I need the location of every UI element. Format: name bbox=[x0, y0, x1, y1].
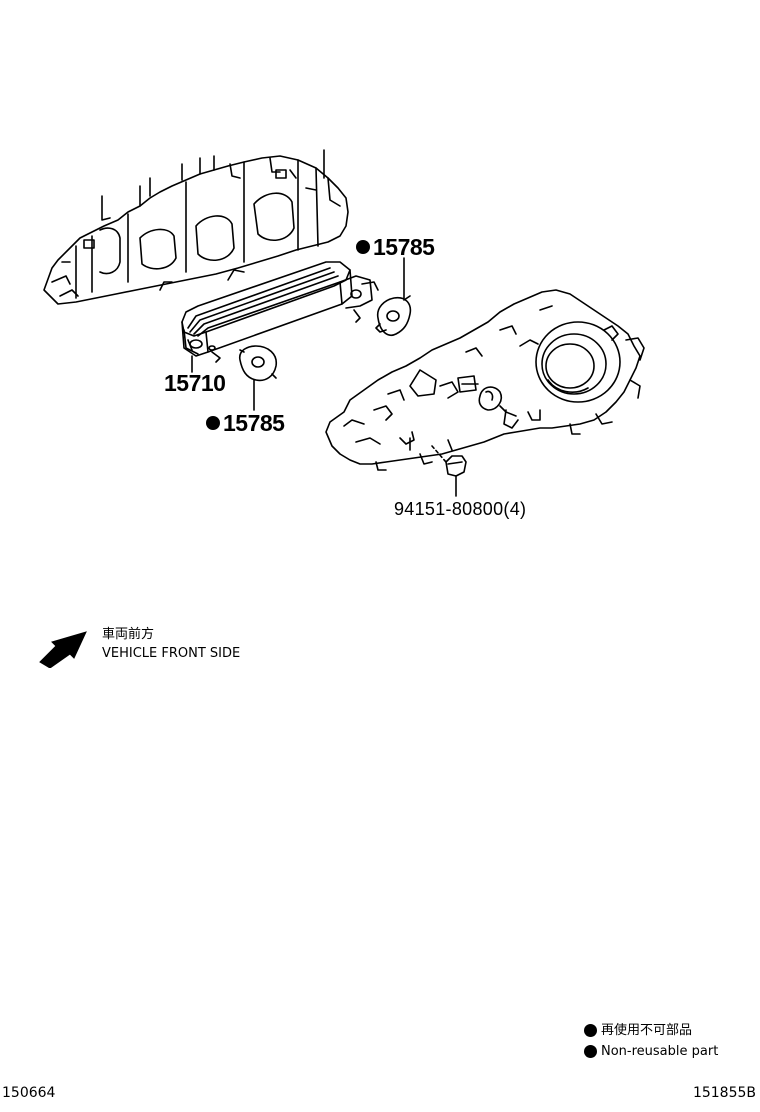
vehicle-front-arrow-icon bbox=[39, 631, 87, 668]
nut-callout: 94151-80800(4) bbox=[394, 500, 526, 518]
gasket-upper-part-number: 15785 bbox=[373, 234, 435, 260]
legend-label-jp: 再使用不可部品 bbox=[601, 1023, 693, 1038]
oil-cooler-callout: 15710 bbox=[164, 370, 226, 396]
exploded-parts-diagram bbox=[43, 149, 645, 497]
oil-cooler-drawing bbox=[181, 261, 379, 363]
gasket-upper-callout: 15785 bbox=[356, 234, 435, 260]
cooler-housing-drawing bbox=[325, 289, 645, 471]
gasket-lower-callout: 15785 bbox=[206, 410, 285, 436]
legend-dot-icon bbox=[584, 1045, 597, 1058]
gasket-upper-drawing bbox=[375, 257, 412, 336]
vehicle-front-label-jp: 車両前方 bbox=[102, 627, 155, 642]
gasket-lower-drawing bbox=[238, 345, 278, 411]
legend-label-en: Non-reusable part bbox=[601, 1044, 719, 1059]
footer-left-code: 150664 bbox=[2, 1085, 56, 1101]
gasket-lower-part-number: 15785 bbox=[223, 410, 285, 436]
non-reusable-dot-icon bbox=[356, 240, 370, 254]
footer-right-code: 151855B bbox=[692, 1085, 756, 1101]
nut-part-number: 94151-80800(4) bbox=[394, 499, 527, 519]
vehicle-front-label-en: VEHICLE FRONT SIDE bbox=[102, 646, 241, 661]
legend-row-jp: 再使用不可部品 bbox=[584, 1024, 692, 1037]
legend-dot-icon bbox=[584, 1024, 597, 1037]
engine-block-drawing bbox=[43, 149, 349, 305]
oil-cooler-part-number: 15710 bbox=[164, 370, 226, 396]
non-reusable-dot-icon bbox=[206, 416, 220, 430]
legend-row-en: Non-reusable part bbox=[584, 1045, 718, 1058]
nut-drawing bbox=[431, 445, 467, 497]
